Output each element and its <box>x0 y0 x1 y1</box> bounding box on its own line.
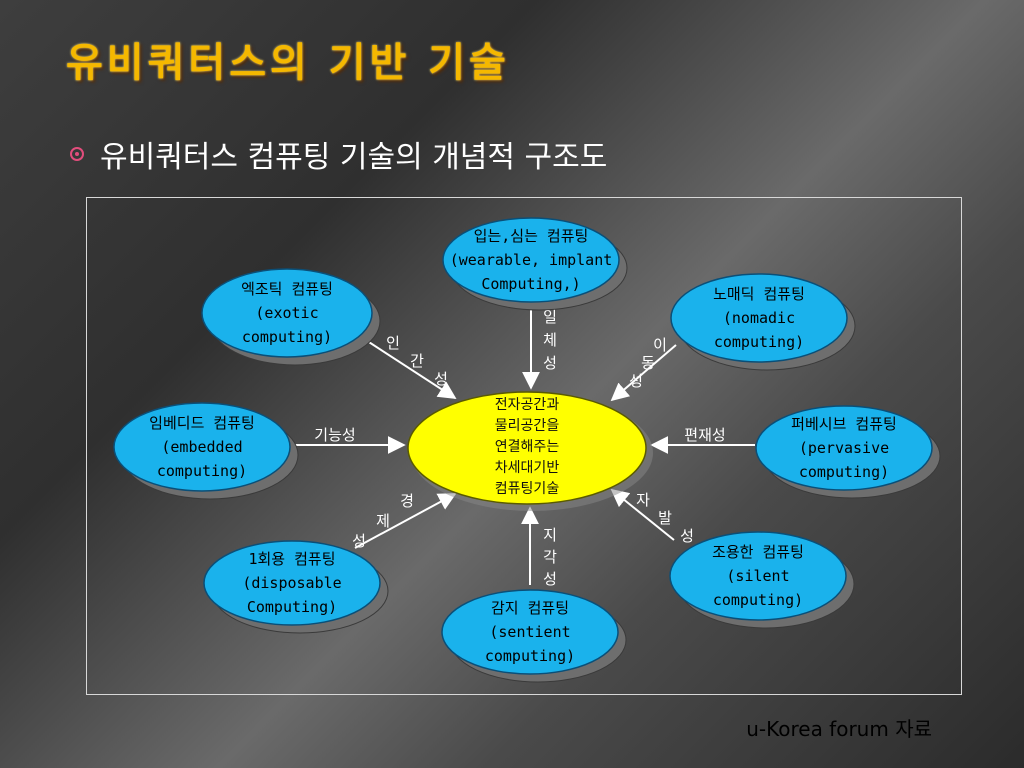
silent-edge-label-char: 발 <box>658 509 672 527</box>
node-embedded-line: 임베디드 컴퓨팅 <box>149 414 255 432</box>
disposable-arrow <box>354 493 457 549</box>
node-sentient-line: (sentient <box>489 623 570 641</box>
node-exotic: 엑조틱 컴퓨팅 (exotic computing) <box>201 268 381 366</box>
sentient-edge-label-char: 각 <box>543 548 557 566</box>
node-disposable-shape <box>203 540 381 626</box>
nomadic-edge-label-char: 성 <box>629 372 643 390</box>
node-disposable-line: Computing) <box>247 598 337 616</box>
sentient-edge-label-char: 성 <box>543 570 557 588</box>
silent-edge-label-char: 자 <box>636 491 650 509</box>
node-nomadic-line: computing) <box>714 333 804 351</box>
node-sentient: 감지 컴퓨팅 (sentient computing) <box>441 589 627 683</box>
node-pervasive-line: (pervasive <box>799 439 889 457</box>
disposable-edge-label-char: 제 <box>376 512 390 530</box>
nomadic-edge-label: 이동성 <box>629 336 667 390</box>
silent-edge-label: 자발성 <box>636 491 694 545</box>
exotic-edge-label-char: 간 <box>410 352 424 370</box>
bullet-text: 유비쿼터스 컴퓨팅 기술의 개념적 구조도 <box>100 140 608 175</box>
wearable-edge-label-char: 일 <box>543 308 557 326</box>
slide-title: 유비쿼터스의 기반 기술 <box>66 40 510 86</box>
silent-arrow <box>610 488 675 541</box>
exotic-arrow <box>354 332 457 399</box>
embedded-edge-label-char: 기능성 <box>314 426 355 444</box>
disposable-edge-label: 경제성 <box>352 492 414 550</box>
node-nomadic: 노매딕 컴퓨팅 (nomadic computing) <box>670 273 856 371</box>
node-pervasive-line: computing) <box>799 463 889 481</box>
nomadic-edge-label-char: 이 <box>653 336 667 354</box>
node-wearable-line: 입는,심는 컴퓨팅 <box>474 227 589 245</box>
pervasive-edge-label-char: 편재성 <box>684 426 725 444</box>
node-silent-line: (silent <box>726 567 789 585</box>
node-embedded-line: computing) <box>157 462 247 480</box>
wearable-edge-label-char: 체 <box>543 331 557 349</box>
node-nomadic-line: 노매딕 컴퓨팅 <box>713 285 805 303</box>
node-silent: 조용한 컴퓨팅 (silent computing) <box>669 531 855 629</box>
disposable-edge-label-char: 성 <box>352 532 366 550</box>
node-silent-shape <box>669 531 847 621</box>
node-disposable-line: 1회용 컴퓨팅 <box>248 550 335 568</box>
exotic-edge-label-char: 인 <box>386 334 400 352</box>
wearable-edge-label: 일체성 <box>543 308 557 372</box>
node-silent-line: 조용한 컴퓨팅 <box>712 543 804 561</box>
node-wearable-line: Computing,) <box>481 275 580 293</box>
bullet-circle-icon <box>70 147 84 161</box>
center-node-line: 컴퓨팅기술 <box>495 481 560 497</box>
node-wearable-line: (wearable, implant <box>450 251 613 269</box>
node-sentient-shape <box>441 589 619 675</box>
node-exotic-line: (exotic <box>255 304 318 322</box>
node-embedded-shape <box>113 402 291 492</box>
pervasive-edge-label: 편재성 <box>684 426 725 444</box>
disposable-edge-label-char: 경 <box>400 492 414 510</box>
node-pervasive-line: 퍼베시브 컴퓨팅 <box>791 415 897 433</box>
node-embedded-line: (embedded <box>161 438 242 456</box>
wearable-edge-label-char: 성 <box>543 354 557 372</box>
embedded-edge-label: 기능성 <box>314 426 355 444</box>
node-disposable-line: (disposable <box>242 574 341 592</box>
nomadic-arrow <box>610 344 677 402</box>
center-node-line: 물리공간을 <box>495 418 560 434</box>
node-sentient-line: 감지 컴퓨팅 <box>491 599 569 617</box>
source-footer: u-Korea forum 자료 <box>746 717 932 741</box>
sentient-edge-label: 지각성 <box>543 526 557 588</box>
node-wearable-shape <box>442 217 620 303</box>
sentient-edge-label-char: 지 <box>543 526 557 544</box>
node-pervasive: 퍼베시브 컴퓨팅 (pervasive computing) <box>755 405 941 499</box>
silent-edge-label-char: 성 <box>680 527 694 545</box>
center-node-shape <box>407 391 647 505</box>
node-nomadic-line: (nomadic <box>723 309 795 327</box>
nomadic-edge-label-char: 동 <box>641 354 655 372</box>
diagram-frame <box>86 197 962 695</box>
center-node-line: 연결해주는 <box>495 439 560 455</box>
node-pervasive-shape <box>755 405 933 491</box>
node-nomadic-shape <box>670 273 848 363</box>
exotic-edge-label: 인간성 <box>386 334 448 388</box>
node-exotic-line: 엑조틱 컴퓨팅 <box>241 280 333 298</box>
node-sentient-line: computing) <box>485 647 575 665</box>
exotic-edge-label-char: 성 <box>434 370 448 388</box>
bullet-row: 유비쿼터스 컴퓨팅 기술의 개념적 구조도 <box>70 132 607 176</box>
node-embedded: 임베디드 컴퓨팅 (embedded computing) <box>113 402 299 500</box>
center-node-line: 전자공간과 <box>495 397 560 413</box>
node-exotic-line: computing) <box>242 328 332 346</box>
node-exotic-shape <box>201 268 373 358</box>
node-silent-line: computing) <box>713 591 803 609</box>
center-node-line: 차세대기반 <box>495 460 560 476</box>
